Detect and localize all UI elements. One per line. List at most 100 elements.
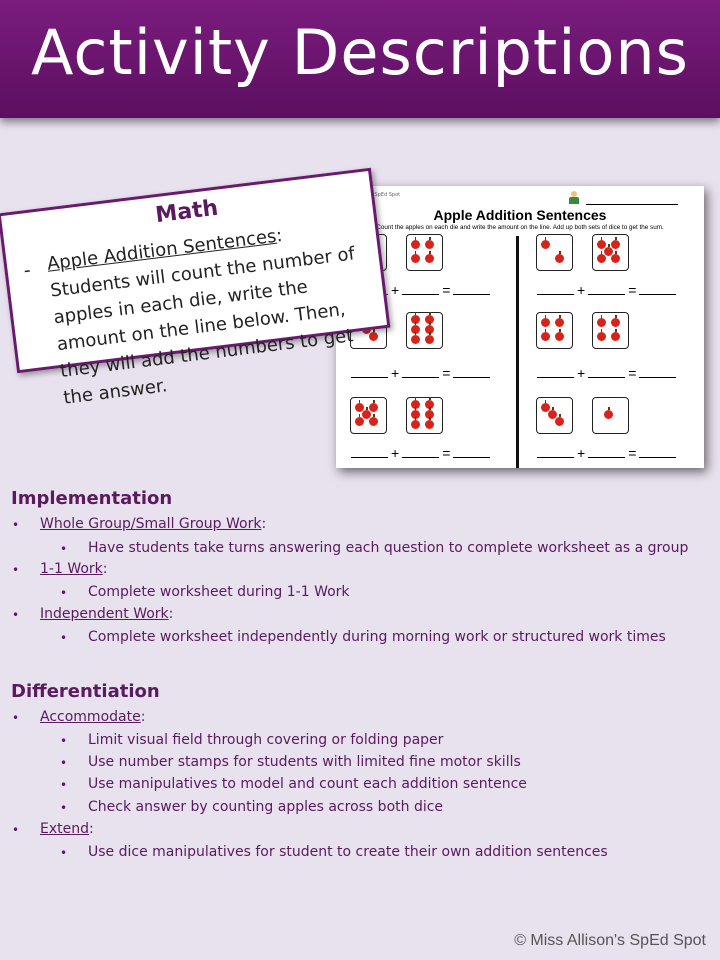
implementation-heading: Implementation <box>11 488 173 509</box>
addition-line: += <box>534 282 679 298</box>
apple-icon <box>611 314 621 327</box>
bullet-icon: • <box>60 586 68 600</box>
apple-icon <box>596 329 606 342</box>
apple-icon <box>354 399 364 412</box>
activity-card: Math - Apple Addition Sentences: Student… <box>0 167 391 409</box>
implementation-sub-item: Have students take turns answering each … <box>88 540 689 556</box>
apple-icon <box>425 397 435 410</box>
die <box>592 234 629 271</box>
bullet-icon: • <box>60 734 68 748</box>
bullet-icon: • <box>60 631 68 645</box>
label-suffix: : <box>168 606 174 622</box>
bullet-icon: • <box>12 823 20 837</box>
addition-line: += <box>348 365 493 381</box>
die <box>536 312 573 349</box>
implementation-sub-item: Complete worksheet during 1-1 Work <box>88 584 350 600</box>
die <box>536 234 573 271</box>
accommodate-sub-item: Use manipulatives to model and count eac… <box>88 776 527 792</box>
bullet-icon: • <box>12 563 20 577</box>
worksheet-title: Apple Addition Sentences <box>433 207 607 223</box>
label-suffix: : <box>261 516 267 532</box>
label-suffix: : <box>102 561 108 577</box>
apple-icon <box>410 416 420 429</box>
apple-icon <box>425 251 435 264</box>
name-line <box>586 204 678 205</box>
addition-line: += <box>534 365 679 381</box>
card-dash: - <box>22 258 32 282</box>
apple-icon <box>548 407 557 419</box>
title-banner: Activity Descriptions <box>0 0 720 118</box>
worksheet-preview: Miss Allison's SpEd Spot Apple Addition … <box>336 186 704 468</box>
bullet-icon: • <box>12 711 20 725</box>
die <box>536 397 573 434</box>
apple-icon <box>362 407 371 419</box>
apple-icon <box>410 407 420 419</box>
apple-icon <box>604 407 613 419</box>
apple-icon <box>596 236 606 249</box>
apple-icon <box>425 407 435 419</box>
apple-icon <box>555 329 565 342</box>
worksheet-instructions: Count the apples on each die and write t… <box>376 224 664 231</box>
apple-icon <box>410 312 420 325</box>
apple-icon <box>596 314 606 327</box>
apple-icon <box>410 331 420 344</box>
accommodate-sub-item: Limit visual field through covering or f… <box>88 732 444 748</box>
apple-icon <box>410 397 420 410</box>
die <box>406 234 443 271</box>
label-suffix: : <box>140 709 146 725</box>
extend-sub-item: Use dice manipulatives for student to cr… <box>88 844 608 860</box>
label-suffix: : <box>89 821 94 837</box>
apple-icon <box>425 331 435 344</box>
apple-icon <box>425 322 435 334</box>
apple-icon <box>611 236 621 249</box>
die <box>406 397 443 434</box>
die <box>406 312 443 349</box>
extend-label: Extend <box>40 821 89 837</box>
apple-icon <box>611 329 621 342</box>
apple-icon <box>425 236 435 249</box>
apple-icon <box>425 416 435 429</box>
worksheet-divider <box>516 236 519 468</box>
implementation-label: Whole Group/Small Group Work <box>40 516 262 532</box>
apple-icon <box>540 399 550 412</box>
bullet-icon: • <box>60 846 68 860</box>
apple-icon <box>555 251 565 264</box>
apple-icon <box>540 236 550 249</box>
die <box>592 397 629 434</box>
apple-icon <box>555 314 565 327</box>
apple-icon <box>425 312 435 325</box>
differentiation-heading: Differentiation <box>11 681 160 702</box>
student-icon <box>568 191 580 205</box>
bullet-icon: • <box>60 778 68 792</box>
apple-icon <box>410 236 420 249</box>
implementation-label: 1-1 Work <box>40 561 103 577</box>
apple-icon <box>596 251 606 264</box>
apple-icon <box>540 329 550 342</box>
bullet-icon: • <box>12 518 20 532</box>
addition-line: += <box>348 445 493 461</box>
apple-icon <box>410 322 420 334</box>
copyright-footer: © Miss Allison's SpEd Spot <box>514 932 706 949</box>
implementation-sub-item: Complete worksheet independently during … <box>88 629 666 645</box>
bullet-icon: • <box>60 756 68 770</box>
apple-icon <box>604 244 613 256</box>
accommodate-sub-item: Use number stamps for students with limi… <box>88 754 521 770</box>
implementation-item: 1-1 Work: <box>40 561 108 577</box>
accommodate-sub-item: Check answer by counting apples across b… <box>88 799 444 815</box>
bullet-icon: • <box>60 801 68 815</box>
bullet-icon: • <box>60 542 68 556</box>
apple-icon <box>555 414 565 427</box>
implementation-label: Independent Work <box>40 606 169 622</box>
bullet-icon: • <box>12 608 20 622</box>
apple-icon <box>369 329 379 342</box>
apple-icon <box>611 251 621 264</box>
apple-icon <box>410 251 420 264</box>
apple-icon <box>369 399 379 412</box>
addition-line: += <box>534 445 679 461</box>
card-description: Apple Addition Sentences: Students will … <box>46 212 385 412</box>
die <box>350 397 387 434</box>
accommodate-label: Accommodate <box>40 709 141 725</box>
page-title: Activity Descriptions <box>31 16 689 89</box>
extend-item: Extend: <box>40 821 94 837</box>
die <box>592 312 629 349</box>
